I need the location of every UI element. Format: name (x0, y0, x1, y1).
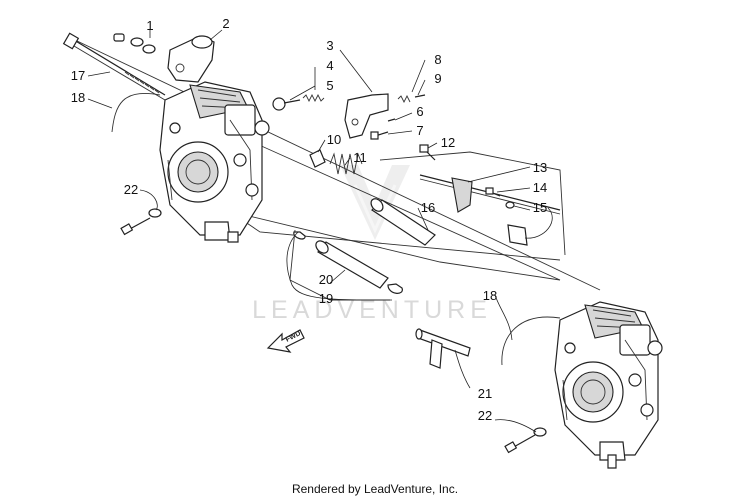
throttle-cable-housing (167, 35, 215, 83)
callout-8: 8 (434, 52, 441, 67)
callout-9: 9 (434, 71, 441, 86)
callouts: 1 2 3 4 5 6 7 8 9 10 11 12 13 14 15 16 1… (71, 16, 547, 423)
leader-lines (87, 29, 553, 433)
callout-21: 21 (478, 386, 492, 401)
forward-arrow: FWD (266, 329, 305, 353)
callout-4: 4 (326, 58, 333, 73)
watermark-text: LEADVENTURE (252, 296, 492, 324)
callout-15: 15 (533, 200, 547, 215)
carburetor-right (554, 301, 663, 469)
callout-19: 19 (319, 291, 333, 306)
connecting-tube (293, 231, 403, 294)
screw-washer-right (504, 427, 547, 454)
callout-17: 17 (71, 68, 85, 83)
watermark: LEADVENTURE (252, 165, 492, 324)
callout-14: 14 (533, 180, 547, 195)
callout-10: 10 (327, 132, 341, 147)
callout-2: 2 (222, 16, 229, 31)
throttle-bracket (272, 93, 426, 140)
tee-fitting (415, 328, 471, 369)
callout-18-left: 18 (71, 90, 85, 105)
callout-16: 16 (421, 200, 435, 215)
screw-washer-set-top (113, 33, 156, 54)
carburetor-left (159, 81, 270, 243)
render-credit: Rendered by LeadVenture, Inc. (291, 482, 459, 496)
callout-22-left: 22 (124, 182, 138, 197)
spring-and-bushing (309, 149, 363, 175)
callout-6: 6 (416, 104, 423, 119)
sleeve-tube-upper (370, 198, 436, 246)
callout-18-right: 18 (483, 288, 497, 303)
throttle-shaft-assembly (419, 144, 561, 246)
callout-13: 13 (533, 160, 547, 175)
callout-3: 3 (326, 38, 333, 53)
fuel-hose-right (501, 316, 561, 366)
callout-11: 11 (353, 150, 367, 165)
callout-22-right: 22 (478, 408, 492, 423)
long-screw (62, 32, 166, 101)
callout-7: 7 (416, 123, 423, 138)
callout-5: 5 (326, 78, 333, 93)
watermark-logo (340, 165, 410, 240)
callout-20: 20 (319, 272, 333, 287)
callout-12: 12 (441, 135, 455, 150)
callout-1: 1 (146, 18, 153, 33)
screw-washer-left (120, 208, 162, 236)
fuel-hose-left (111, 93, 161, 133)
